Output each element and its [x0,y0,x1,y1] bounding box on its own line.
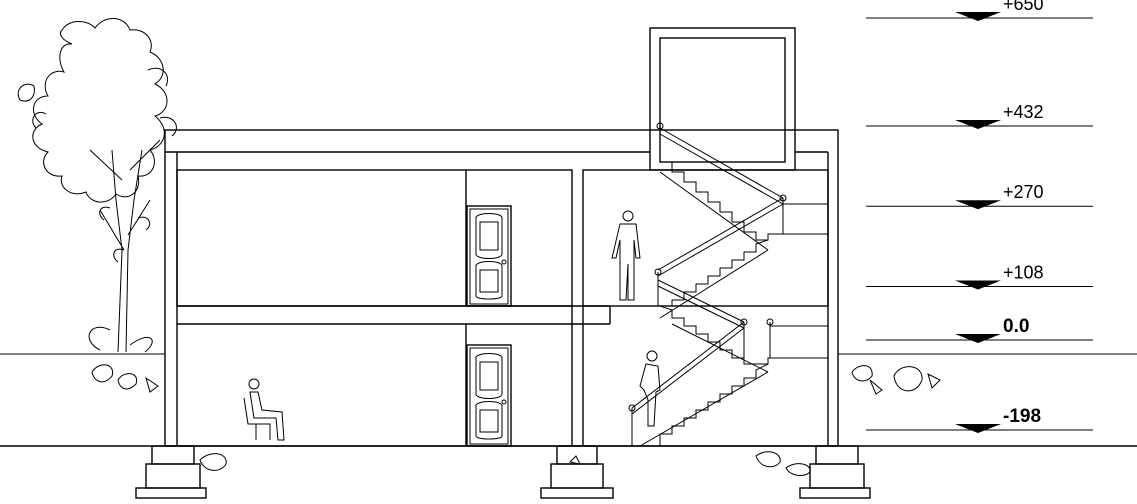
standing-person-icon [611,210,641,301]
level-marker: +650 [866,0,1093,21]
triangle-level-marker-icon [955,334,1001,343]
triangle-level-marker-icon [955,12,1001,21]
level-label: +108 [1003,263,1044,283]
seated-person-icon [243,378,285,441]
rock-icon [199,365,941,476]
handrail [628,122,828,446]
walking-person-icon [639,350,661,427]
level-label: +650 [1003,0,1044,14]
triangle-level-marker-icon [955,120,1001,129]
level-label: 0.0 [1003,316,1029,337]
level-marker: +270 [866,182,1093,210]
triangle-level-marker-icon [955,424,1001,433]
building-shell [164,129,839,447]
level-label: -198 [1003,406,1041,427]
ground-rock-icon [91,364,159,393]
center-footing [540,445,614,499]
level-marker: +108 [866,263,1093,290]
upper-door-icon [466,205,512,307]
level-markers: +650 +432 +270 +108 0.0 -198 [866,0,1093,433]
right-footing [799,445,871,499]
lower-door-icon [466,344,512,447]
level-marker: +432 [866,102,1093,129]
stair-tower [649,27,796,171]
left-footing [135,445,207,499]
level-label: +270 [1003,182,1044,202]
ground-line [0,353,1137,447]
staircase [639,161,829,447]
triangle-level-marker-icon [955,280,1001,290]
tree-icon [17,18,177,353]
level-marker: 0.0 [866,316,1093,343]
triangle-level-marker-icon [955,200,1001,210]
level-marker: -198 [866,406,1093,433]
level-label: +432 [1003,102,1044,122]
